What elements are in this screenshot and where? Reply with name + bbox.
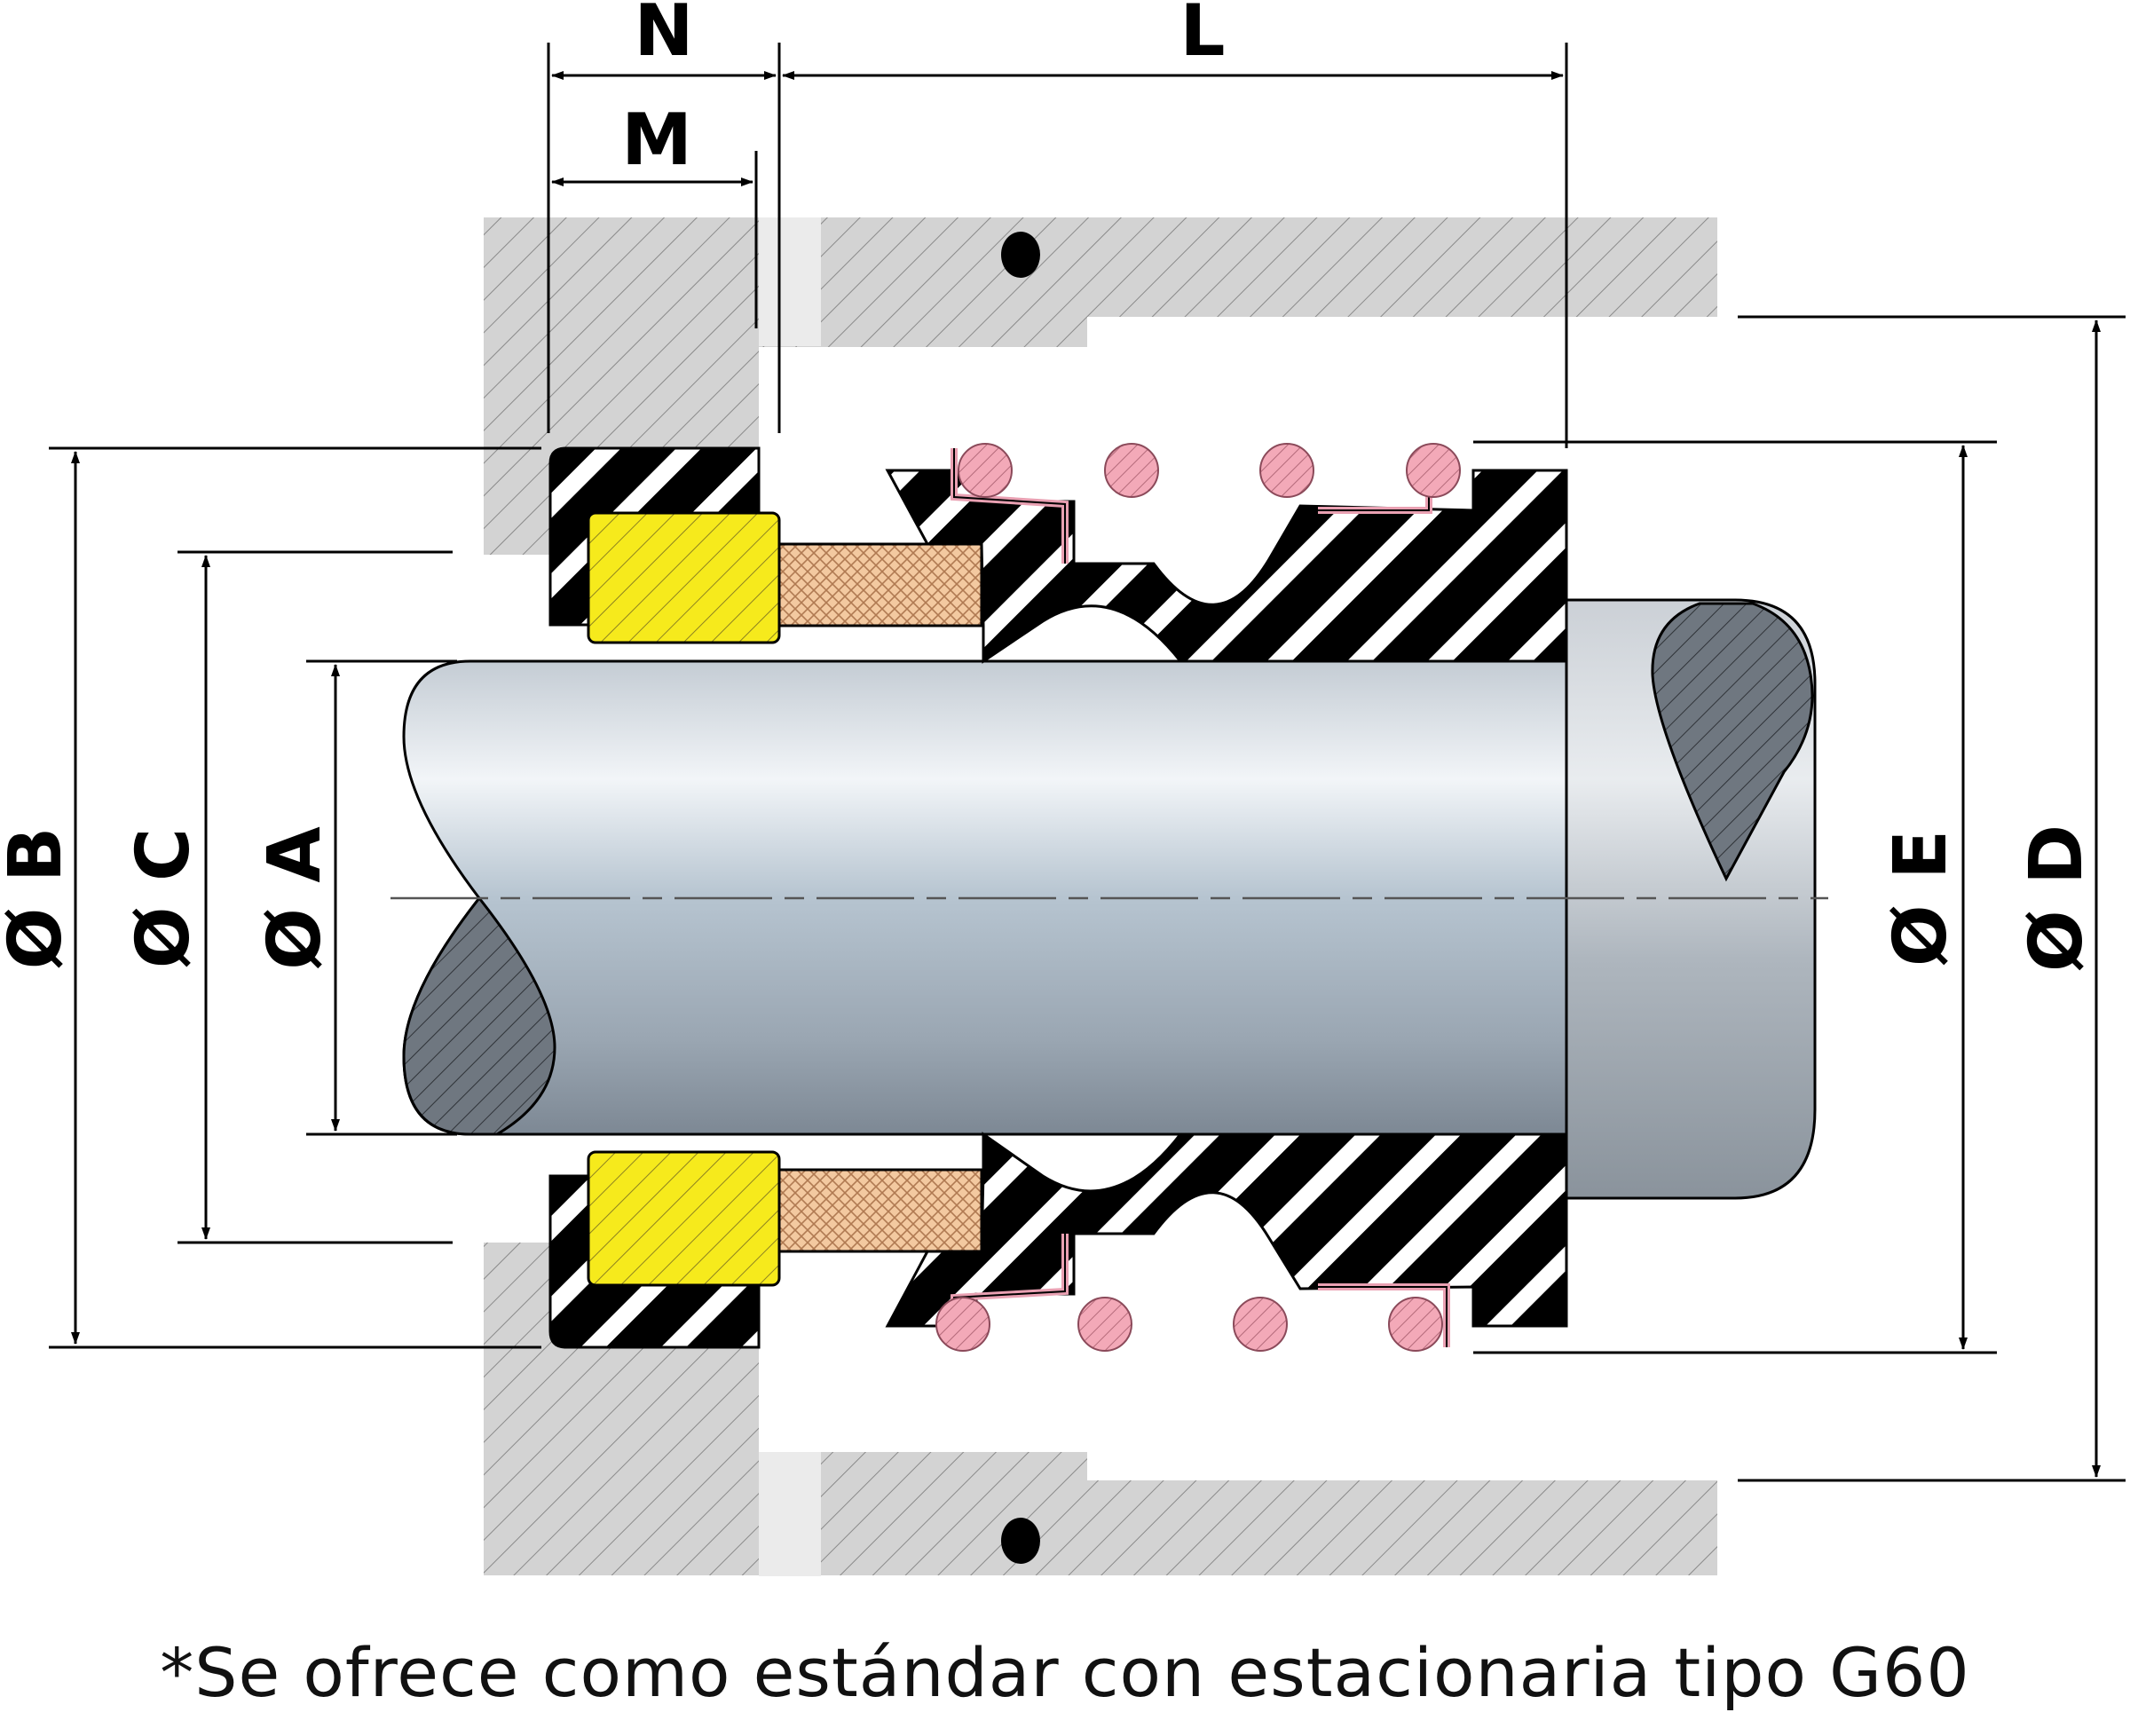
label-D: Ø D [2015, 825, 2099, 972]
dimension-labels: N M L Ø B Ø C Ø A Ø E Ø D [0, 0, 2099, 972]
o-ring-lower [1001, 1518, 1040, 1564]
seal-lower [548, 1132, 1568, 1352]
housing-lower [759, 1480, 1717, 1575]
seal-upper [548, 443, 1568, 664]
label-L: L [1180, 0, 1226, 72]
stationary-seat-lower [587, 1150, 781, 1287]
shaft [390, 598, 1828, 1200]
label-M: M [621, 99, 692, 181]
label-E: Ø E [1879, 830, 1963, 967]
stationary-seat-upper [587, 511, 781, 644]
bellows-lower [885, 1132, 1568, 1328]
housing-upper [759, 217, 1717, 317]
dimension-lines [49, 43, 2126, 1482]
label-N: N [635, 0, 694, 72]
caption-text: *Se ofrece como estándar con estacionari… [160, 1633, 1970, 1712]
label-A: Ø A [253, 826, 337, 970]
o-ring-upper [1001, 232, 1040, 278]
carbon-face-lower [777, 1168, 983, 1253]
carbon-face-upper [777, 542, 983, 627]
bellows-upper [885, 469, 1568, 664]
label-C: Ø C [122, 828, 206, 968]
label-B: Ø B [0, 827, 78, 970]
